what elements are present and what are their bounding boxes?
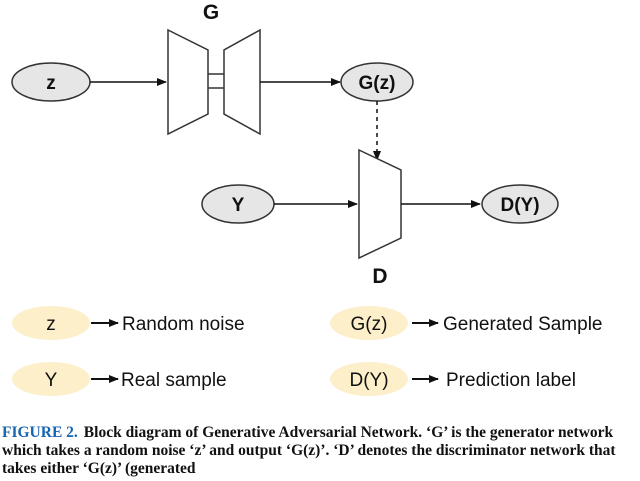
generator-label: G xyxy=(203,1,219,24)
figure-caption-text: Block diagram of Generative Adversarial … xyxy=(2,424,616,477)
legend-y-symbol: Y xyxy=(45,370,58,391)
legend-dy-ellipse xyxy=(330,362,408,396)
legend-dy-meaning: Prediction label xyxy=(446,370,576,391)
legend-z-ellipse xyxy=(12,306,90,340)
discriminator-label: D xyxy=(372,265,387,288)
legend-y-ellipse xyxy=(12,362,90,396)
node-z-label: z xyxy=(46,73,56,94)
generator-block xyxy=(167,28,261,136)
legend-gz-ellipse xyxy=(330,306,408,340)
node-dy-label: D(Y) xyxy=(500,195,539,216)
legend-z-meaning: Random noise xyxy=(122,314,245,335)
legend-gz-meaning: Generated Sample xyxy=(443,314,603,335)
discriminator-block xyxy=(358,148,402,260)
node-gz-label: G(z) xyxy=(359,73,396,94)
gan-block-diagram: G z G(z) Y D(Y) D z Random noise G(z) xyxy=(11,1,603,396)
figure-caption-label: FIGURE 2. xyxy=(2,424,78,441)
legend: z Random noise G(z) Generated Sample Y R… xyxy=(12,306,603,396)
legend-gz-symbol: G(z) xyxy=(351,314,388,335)
figure-caption: FIGURE 2.Block diagram of Generative Adv… xyxy=(2,424,638,478)
legend-dy-symbol: D(Y) xyxy=(349,370,388,391)
node-dy xyxy=(481,184,559,224)
legend-z-symbol: z xyxy=(46,314,56,335)
node-y-label: Y xyxy=(232,195,245,216)
legend-y-meaning: Real sample xyxy=(121,370,227,391)
